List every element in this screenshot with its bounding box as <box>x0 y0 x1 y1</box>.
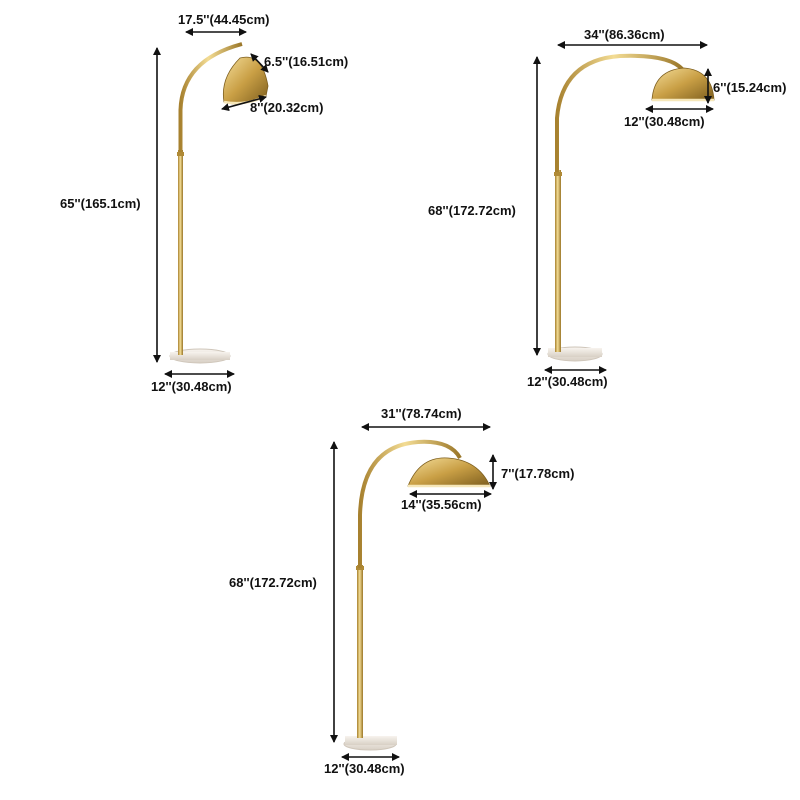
lamp-2-base-side <box>548 348 602 357</box>
lamp-3: 31''(78.74cm) 68''(172.72cm) 7''(17.78cm… <box>229 406 574 776</box>
lamp-1: 17.5''(44.45cm) 65''(165.1cm) 6.5''(16.5… <box>60 12 348 394</box>
lamp-3-arm-width-label: 31''(78.74cm) <box>381 406 462 421</box>
lamp-2-base-width-label: 12''(30.48cm) <box>527 374 608 389</box>
lamp-2: 34''(86.36cm) 68''(172.72cm) 6''(15.24cm… <box>428 27 786 389</box>
lamp-3-shade-height-label: 7''(17.78cm) <box>501 466 574 481</box>
lamp-3-shade-width-label: 14''(35.56cm) <box>401 497 482 512</box>
lamp-2-arm <box>555 53 685 172</box>
lamp-3-height-label: 68''(172.72cm) <box>229 575 317 590</box>
lamp-2-height-label: 68''(172.72cm) <box>428 203 516 218</box>
lamp-1-shade-width-label: 8''(20.32cm) <box>250 100 323 115</box>
lamp-3-arm <box>358 439 462 568</box>
lamp-1-pole <box>178 150 183 355</box>
lamp-1-arm-width-label: 17.5''(44.45cm) <box>178 12 269 27</box>
lamp-1-base-width-label: 12''(30.48cm) <box>151 379 232 394</box>
lamp-3-shade <box>407 457 491 487</box>
lamp-2-pole-joint <box>554 172 562 176</box>
lamp-1-base-side <box>170 352 230 360</box>
lamp-3-pole <box>357 565 363 738</box>
lamp-2-arm-width-label: 34''(86.36cm) <box>584 27 665 42</box>
lamp-1-shade-height-arrow <box>250 53 269 73</box>
lamp-3-base-width-label: 12''(30.48cm) <box>324 761 405 776</box>
lamp-1-shade-height-label: 6.5''(16.51cm) <box>264 54 348 69</box>
lamp-2-pole <box>555 170 561 352</box>
lamp-2-shade-height-label: 6''(15.24cm) <box>713 80 786 95</box>
lamp-1-height-label: 65''(165.1cm) <box>60 196 141 211</box>
lamp-2-shade <box>651 67 715 101</box>
lamp-2-shade-width-label: 12''(30.48cm) <box>624 114 705 129</box>
lamp-1-pole-joint <box>177 152 184 156</box>
lamp-1-shade-width-arrow <box>221 94 267 112</box>
lamp-1-arm <box>178 42 243 152</box>
lamp-3-base-side <box>345 736 397 745</box>
